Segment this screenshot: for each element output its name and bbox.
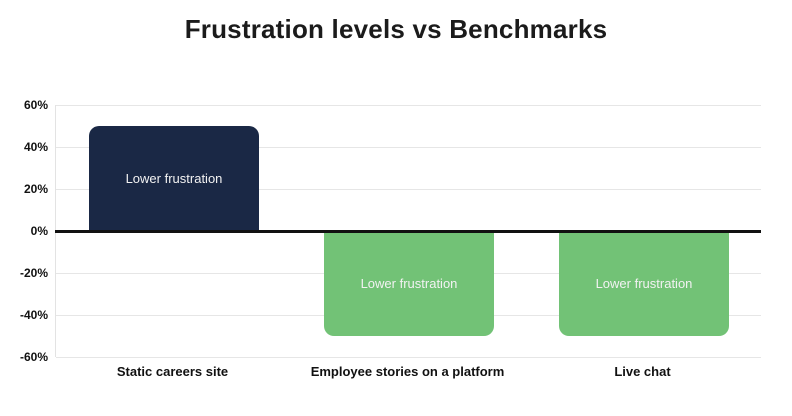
bar-static-careers-site: Lower frustration: [89, 126, 259, 231]
x-category-label: Live chat: [614, 364, 671, 379]
zero-baseline: [55, 229, 761, 233]
gridline: [56, 356, 761, 358]
gridline: [56, 146, 761, 148]
y-tick-label: 0%: [30, 224, 48, 238]
bar-value-label: Lower frustration: [595, 276, 693, 291]
gridline: [56, 104, 761, 106]
x-axis: Static careers site Employee stories on a…: [55, 364, 760, 379]
bar-value-label: Lower frustration: [360, 276, 458, 291]
y-tick-label: -40%: [19, 308, 48, 322]
x-category-label: Static careers site: [116, 364, 229, 379]
bar-employee-stories-on-a-platform: Lower frustration: [324, 231, 494, 336]
x-category-label: Employee stories on a platform: [310, 364, 505, 379]
y-tick-label: 60%: [23, 98, 48, 112]
y-tick-label: -20%: [19, 266, 48, 280]
y-tick-label: 20%: [23, 182, 48, 196]
y-tick-label: -60%: [19, 350, 48, 364]
bar-live-chat: Lower frustration: [559, 231, 729, 336]
y-axis: 60% 40% 20% 0% -20% -40% -60%: [0, 98, 48, 364]
y-tick-label: 40%: [23, 140, 48, 154]
bar-value-label: Lower frustration: [125, 171, 223, 186]
gridline: [56, 188, 761, 190]
chart-title: Frustration levels vs Benchmarks: [184, 14, 608, 44]
